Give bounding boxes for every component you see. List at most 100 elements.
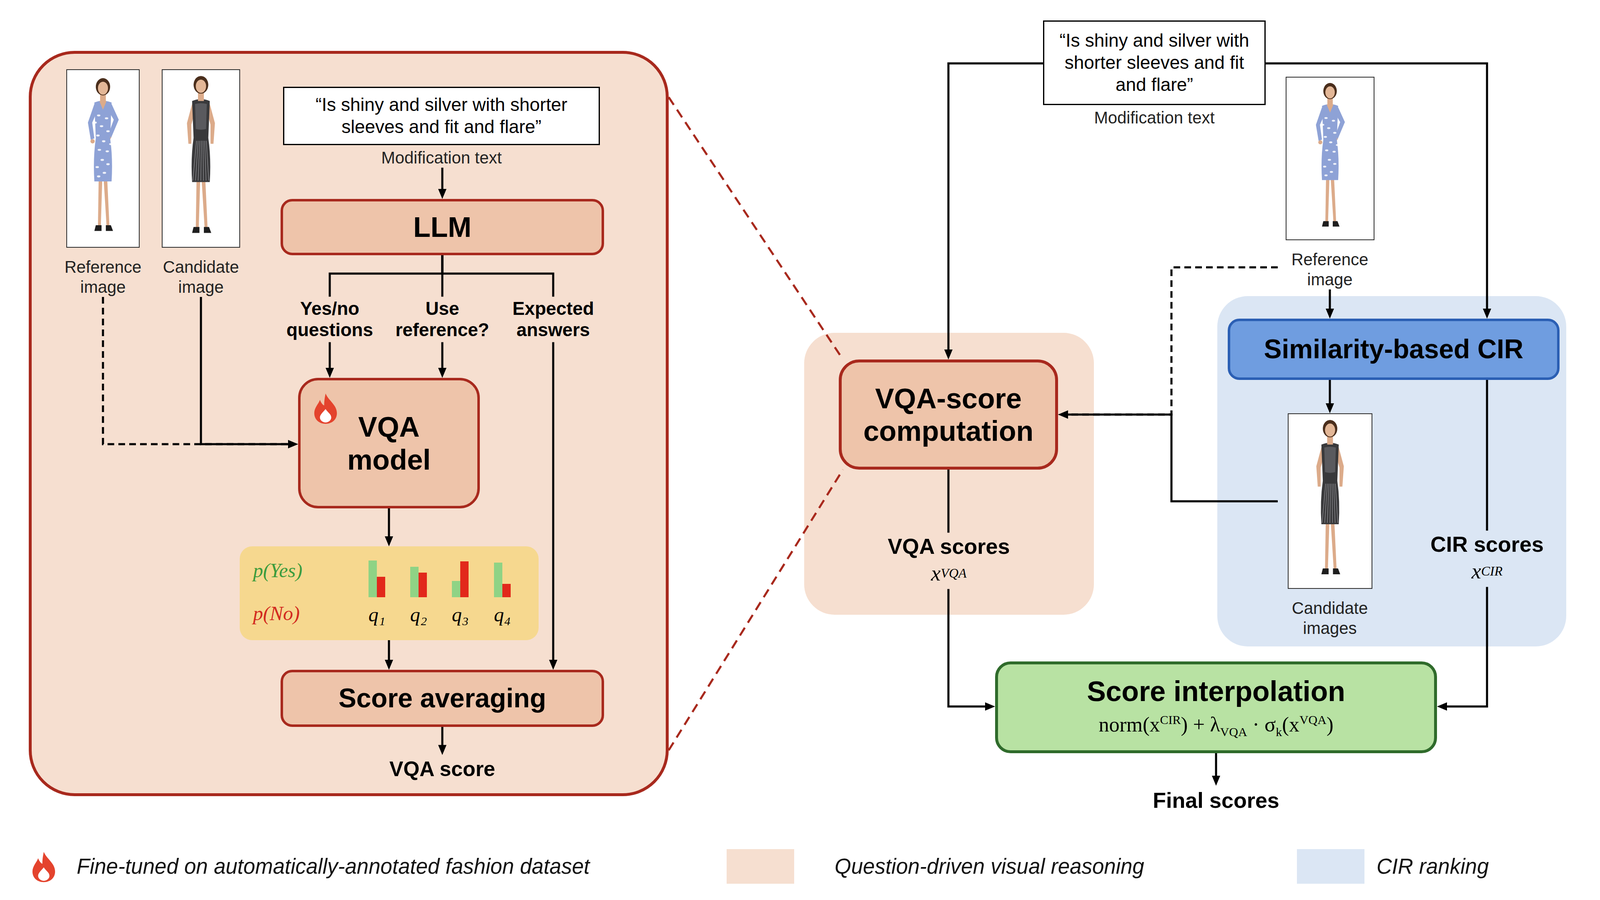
svg-part: [1331, 483, 1333, 523]
legend-entry: Question-driven visual reasoning: [834, 853, 1145, 879]
text-slot: q₄: [494, 603, 512, 626]
svg-part: [1324, 522, 1330, 570]
svg-part: [206, 140, 209, 181]
svg-part: [32, 851, 56, 882]
box-label: VQA-score computation: [851, 381, 1046, 447]
photo-frame: [66, 69, 140, 248]
svg-part: [95, 77, 111, 96]
svg-part: [105, 150, 109, 153]
svg-part: [198, 140, 200, 181]
leader-arrow: [1215, 752, 1218, 781]
edge-label: Yes/no questions: [275, 296, 384, 342]
svg-part: [1332, 220, 1340, 227]
svg-part: [109, 142, 113, 146]
box-label: LLM: [413, 210, 472, 244]
dress-photo: [1286, 77, 1374, 240]
svg-part: [99, 125, 103, 128]
edge-label: VQA scoresxVQA: [883, 532, 1015, 589]
box-label: Score averaging: [338, 682, 547, 714]
svg-part: [104, 117, 108, 120]
formula-part: · σ: [1252, 712, 1276, 736]
svg-part: [203, 226, 212, 233]
legend-swatch: [1296, 848, 1365, 884]
svg-part: [103, 180, 110, 226]
process-box: LLM: [280, 198, 605, 256]
question-label: q₂: [410, 603, 428, 626]
dress-photo: [162, 70, 240, 247]
svg-part: [1318, 140, 1323, 145]
svg-part: [1322, 419, 1338, 438]
leader-arrow: [441, 726, 444, 750]
svg-part: [195, 103, 207, 131]
svg-part: [1321, 104, 1339, 181]
photo-frame: [161, 69, 241, 248]
formula-part: VQA: [1299, 712, 1327, 727]
svg-part: [1324, 174, 1328, 177]
svg-part: [368, 560, 377, 597]
legend-icon: [29, 850, 58, 883]
text-input-box: “Is shiny and silver with shorter sleeve…: [283, 86, 600, 168]
svg-part: [93, 100, 113, 182]
formula-part: CIR: [1160, 712, 1182, 727]
svg-part: [1323, 82, 1337, 100]
output-label: Final scores: [1152, 787, 1279, 813]
svg-part: [106, 163, 110, 166]
svg-part: [1324, 423, 1335, 437]
connector: [441, 167, 444, 194]
svg-part: [93, 121, 97, 124]
legend-text: CIR ranking: [1376, 853, 1489, 879]
svg-part: [376, 576, 386, 597]
legend-text: Question-driven visual reasoning: [834, 853, 1145, 879]
svg-part: [191, 99, 211, 183]
process-box: Score averaging: [280, 669, 605, 727]
box-title: Score interpolation: [1086, 674, 1346, 708]
svg-part: [97, 175, 101, 178]
svg-part: [95, 165, 99, 169]
caption: Modification text: [1043, 107, 1266, 128]
edge-label-text: Yes/no questions: [279, 298, 380, 341]
connector: [948, 63, 1044, 355]
image-node: Reference image: [1277, 76, 1382, 290]
edge-label: Expected answers: [499, 296, 608, 342]
svg-part: [1322, 165, 1327, 168]
connector: [388, 508, 391, 542]
svg-part: [102, 171, 106, 174]
svg-part: [100, 158, 104, 161]
flame-icon: [29, 850, 58, 883]
svg-part: [1332, 150, 1336, 153]
question-label: q₁: [368, 603, 386, 626]
svg-part: [1324, 117, 1328, 120]
svg-part: [204, 140, 207, 181]
svg-part: [1326, 127, 1331, 130]
svg-part: [97, 148, 101, 151]
image-caption: Candidate images: [1284, 597, 1376, 638]
math-superscript: CIR: [1481, 563, 1503, 579]
connector: [1329, 289, 1332, 314]
connector: [668, 469, 843, 750]
svg-part: [1332, 131, 1337, 134]
svg-part: [195, 79, 207, 93]
svg-part: [1332, 568, 1340, 575]
svg-part: [1324, 446, 1336, 473]
text-slot: p(No): [253, 602, 300, 625]
image-caption: Reference image: [1284, 249, 1376, 290]
quote-box: “Is shiny and silver with shorter sleeve…: [1043, 20, 1266, 106]
legend-swatch: [726, 848, 795, 884]
svg-part: [200, 140, 202, 181]
math-row: xCIR: [1430, 556, 1544, 586]
svg-part: [1331, 119, 1335, 122]
image-node: Reference image: [55, 69, 151, 297]
svg-part: [1320, 123, 1325, 126]
svg-part: [195, 180, 201, 228]
edge-label-text: Use reference?: [392, 298, 493, 341]
svg-part: [1333, 483, 1335, 523]
formula-part: ): [1326, 712, 1334, 736]
formula-part: (x: [1281, 712, 1300, 736]
svg-part: [193, 75, 209, 94]
svg-part: [1323, 135, 1327, 138]
text-slot: q₃: [451, 603, 469, 626]
quote-text: “Is shiny and silver with shorter sleeve…: [290, 93, 593, 138]
svg-part: [1329, 170, 1333, 174]
